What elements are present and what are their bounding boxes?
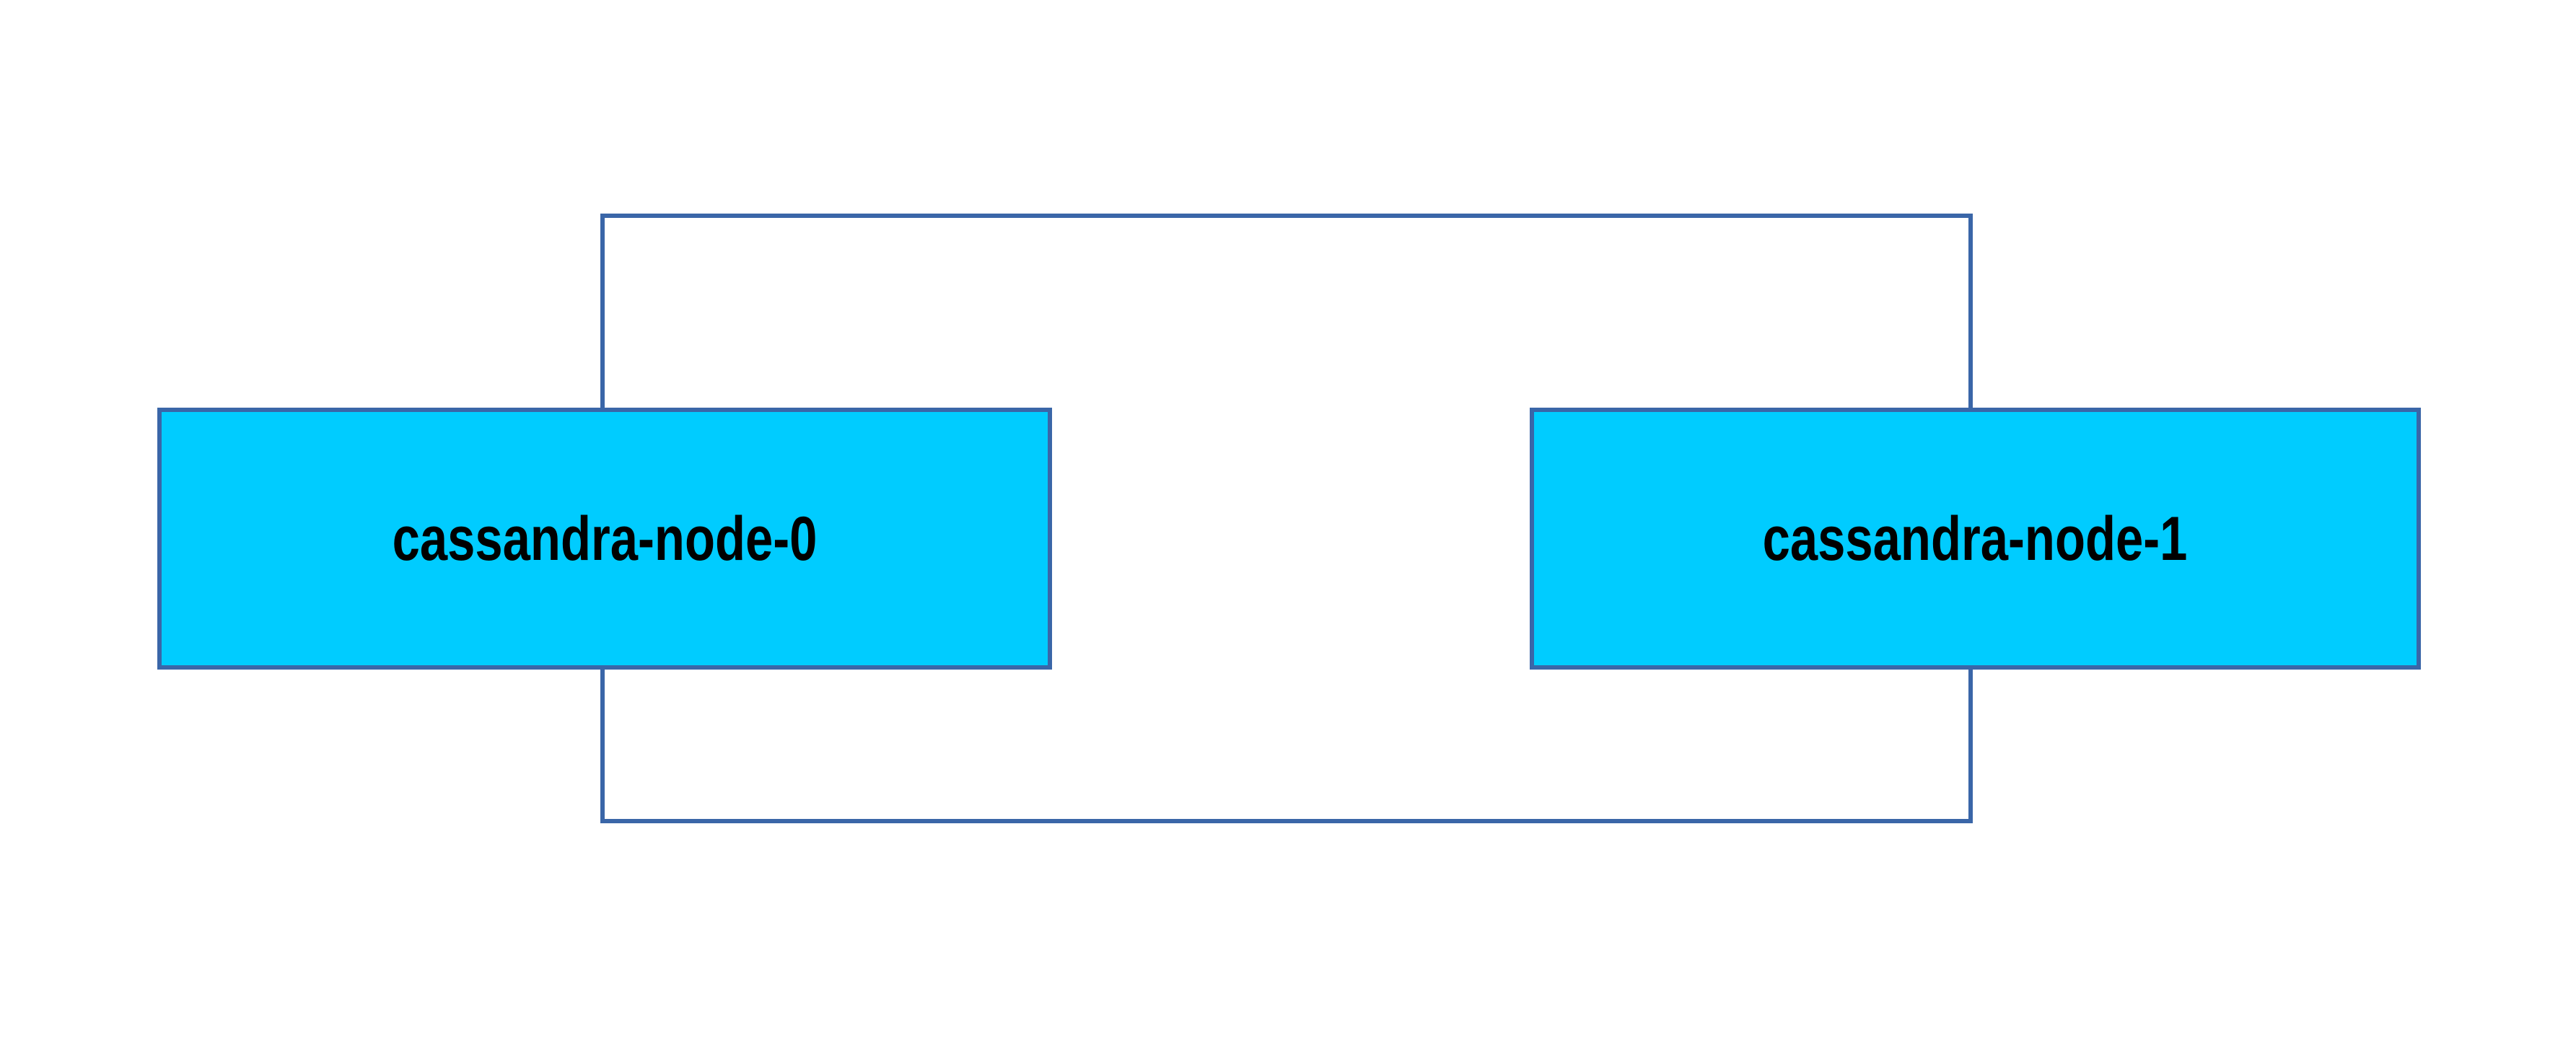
node-cassandra-node-0[interactable]: cassandra-node-0 <box>157 408 1052 670</box>
edge-top-connector[interactable] <box>600 214 1973 410</box>
edge-bottom-connector[interactable] <box>600 667 1973 823</box>
node-cassandra-node-1[interactable]: cassandra-node-1 <box>1530 408 2421 670</box>
node-cassandra-node-0-label: cassandra-node-0 <box>392 504 818 574</box>
node-cassandra-node-1-label: cassandra-node-1 <box>1763 504 2188 574</box>
